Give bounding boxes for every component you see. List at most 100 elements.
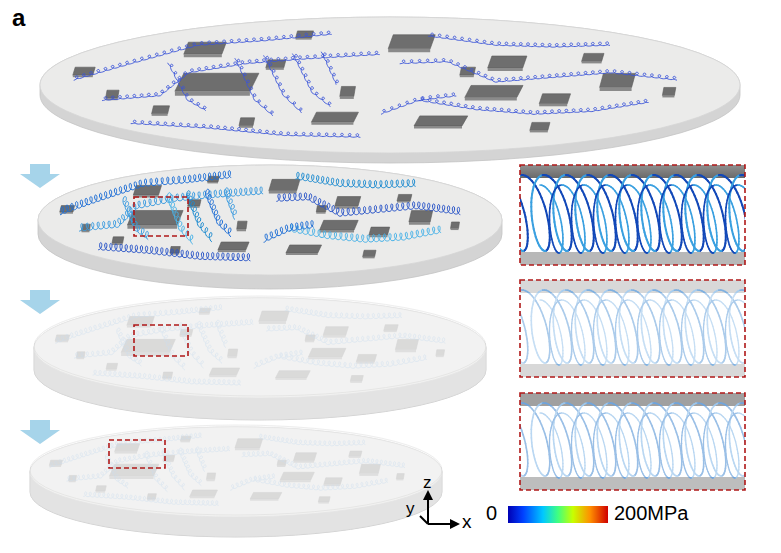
chip-side bbox=[269, 191, 297, 194]
chip bbox=[600, 73, 636, 87]
chip bbox=[311, 112, 358, 122]
spring-coil bbox=[560, 251, 562, 252]
spring-coil bbox=[547, 249, 548, 250]
chip bbox=[237, 221, 247, 229]
spring-coil bbox=[580, 252, 581, 254]
wire-path bbox=[419, 98, 649, 115]
chip bbox=[582, 53, 604, 61]
spring-coil bbox=[581, 251, 583, 252]
chip bbox=[388, 35, 435, 49]
chip-side bbox=[460, 75, 474, 77]
chip bbox=[239, 118, 255, 126]
chip bbox=[112, 237, 124, 243]
spring-coil bbox=[647, 252, 650, 254]
wire-path bbox=[381, 93, 456, 114]
spring-coil bbox=[736, 251, 738, 252]
spring-coil bbox=[700, 249, 703, 250]
spring-coil bbox=[650, 247, 651, 249]
chip bbox=[465, 85, 523, 97]
chip-side bbox=[530, 130, 548, 132]
chip-side bbox=[414, 126, 462, 129]
spring-coil bbox=[648, 251, 650, 252]
serpentine-wire bbox=[60, 171, 460, 261]
spring-coil bbox=[732, 251, 734, 253]
spring-coil bbox=[738, 246, 739, 248]
wire-path bbox=[131, 120, 361, 137]
wire-path bbox=[225, 188, 237, 220]
spring-coil bbox=[559, 364, 561, 366]
wire-path bbox=[428, 33, 610, 47]
chip-side bbox=[266, 68, 284, 70]
chip bbox=[414, 116, 468, 126]
chip-side bbox=[286, 253, 318, 255]
spring-coil bbox=[580, 364, 581, 366]
spring-coil bbox=[624, 252, 626, 254]
spring-coil bbox=[734, 252, 735, 254]
spring-coil bbox=[601, 251, 602, 253]
chip-side bbox=[388, 49, 430, 53]
chip-side bbox=[311, 122, 353, 125]
chip bbox=[539, 94, 570, 104]
chip-side bbox=[296, 38, 312, 40]
chip-side bbox=[451, 228, 459, 230]
spring-coil bbox=[558, 364, 559, 365]
chip bbox=[269, 179, 300, 190]
chip-side bbox=[582, 61, 602, 63]
spring-coil bbox=[524, 248, 527, 249]
chip-side bbox=[127, 225, 177, 229]
circuit-board bbox=[38, 165, 502, 289]
chip-side bbox=[539, 104, 567, 107]
spring-coil bbox=[582, 250, 584, 251]
chip bbox=[662, 87, 675, 95]
zoom-inset bbox=[520, 165, 745, 265]
encapsulation-top bbox=[34, 296, 486, 396]
spring-coil bbox=[556, 251, 559, 253]
wire-path bbox=[276, 193, 460, 217]
inset-ground bbox=[520, 165, 745, 265]
circuit-board bbox=[30, 425, 442, 537]
spring-coil bbox=[603, 251, 605, 253]
wire-path bbox=[296, 172, 416, 188]
chip-side bbox=[316, 212, 325, 214]
wire-path bbox=[123, 197, 148, 240]
serpentine-wire bbox=[74, 31, 677, 137]
wire-path bbox=[321, 52, 338, 85]
chip-side bbox=[363, 257, 375, 259]
chip bbox=[488, 56, 527, 68]
chip bbox=[530, 122, 550, 130]
chip bbox=[409, 211, 433, 222]
wire-path bbox=[98, 243, 250, 261]
spring-coil bbox=[713, 252, 715, 254]
chip-side bbox=[152, 114, 168, 116]
circuit-board bbox=[40, 17, 740, 163]
spring-coil bbox=[559, 251, 561, 253]
spring-coil bbox=[645, 251, 646, 253]
chip-side bbox=[207, 182, 218, 184]
wire-path bbox=[168, 63, 207, 111]
spring-coil bbox=[568, 249, 571, 250]
top-plate bbox=[520, 280, 745, 293]
chip-side bbox=[184, 54, 222, 57]
spring-coil bbox=[691, 251, 693, 254]
chip-side bbox=[409, 222, 430, 225]
bottom-plate bbox=[520, 252, 745, 265]
circuit-board bbox=[34, 296, 486, 420]
spring-coil bbox=[689, 252, 690, 254]
spring-coil bbox=[626, 250, 628, 251]
board-top bbox=[40, 17, 740, 153]
spring-coil bbox=[656, 250, 657, 251]
encapsulation-top bbox=[30, 425, 442, 515]
inset-ground bbox=[520, 280, 745, 377]
spring-coil bbox=[714, 251, 716, 252]
chip-side bbox=[465, 97, 517, 100]
bottom-plate bbox=[520, 364, 745, 377]
chip-side bbox=[600, 87, 632, 91]
spring-coil bbox=[601, 364, 603, 366]
spring-coil bbox=[634, 249, 637, 250]
spring-coil bbox=[590, 248, 593, 250]
spring-coil bbox=[555, 182, 557, 185]
chip bbox=[320, 220, 359, 230]
chip bbox=[340, 86, 356, 96]
chip bbox=[218, 242, 249, 250]
